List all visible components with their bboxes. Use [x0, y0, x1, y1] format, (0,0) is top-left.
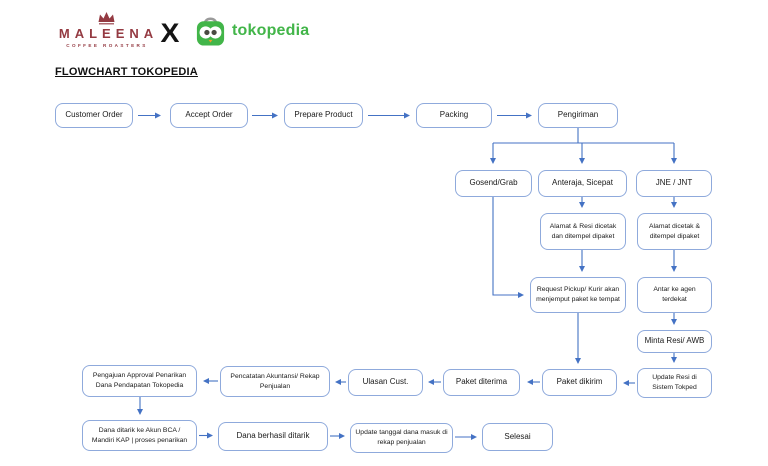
tokopedia-logo: tokopedia: [194, 13, 309, 49]
node-pencatatan: Pencatatan Akuntansi/ Rekap Penjualan: [220, 366, 330, 397]
node-paket-diterima: Paket diterima: [443, 369, 520, 396]
node-pengiriman: Pengiriman: [538, 103, 618, 128]
node-gosend-grab: Gosend/Grab: [455, 170, 532, 197]
brand-tagline: COFFEE ROASTERS: [66, 43, 148, 48]
node-customer-order: Customer Order: [55, 103, 133, 128]
node-anteraja-sicepat: Anteraja, Sicepat: [538, 170, 627, 197]
node-prepare-product: Prepare Product: [284, 103, 363, 128]
node-dana-berhasil: Dana berhasil ditarik: [218, 422, 328, 451]
crown-icon: [98, 12, 114, 25]
node-pengajuan: Pengajuan Approval Penarikan Dana Pendap…: [82, 365, 197, 397]
brand-name: MALEENA: [58, 26, 159, 41]
node-packing: Packing: [416, 103, 492, 128]
collab-x-mark: X: [160, 18, 180, 48]
node-minta-resi: Minta Resi/ AWB: [637, 330, 712, 353]
maleena-logo: MALEENA COFFEE ROASTERS: [50, 11, 162, 48]
node-alamat-resi-dicetak: Alamat & Resi dicetak dan ditempel dipak…: [540, 213, 626, 250]
node-paket-dikirim: Paket dikirim: [542, 369, 617, 396]
node-update-tanggal: Update tanggal dana masuk di rekap penju…: [350, 423, 453, 453]
page-title: FLOWCHART TOKOPEDIA: [55, 66, 198, 78]
node-update-resi: Update Resi di Sistem Tokped: [637, 368, 712, 398]
node-selesai: Selesai: [482, 423, 553, 451]
node-dana-ditarik: Dana ditarik ke Akun BCA / Mandiri KAP |…: [82, 420, 197, 451]
node-jne-jnt: JNE / JNT: [636, 170, 712, 197]
node-ulasan-cust: Ulasan Cust.: [348, 369, 423, 396]
node-antar-agen: Antar ke agen terdekat: [637, 277, 712, 313]
node-alamat-dicetak: Alamat dicetak & ditempel dipaket: [637, 213, 712, 250]
tokopedia-bag-icon: [196, 17, 225, 46]
node-request-pickup: Request Pickup/ Kurir akan menjemput pak…: [530, 277, 626, 313]
node-accept-order: Accept Order: [170, 103, 248, 128]
tokopedia-wordmark: tokopedia: [232, 22, 310, 39]
